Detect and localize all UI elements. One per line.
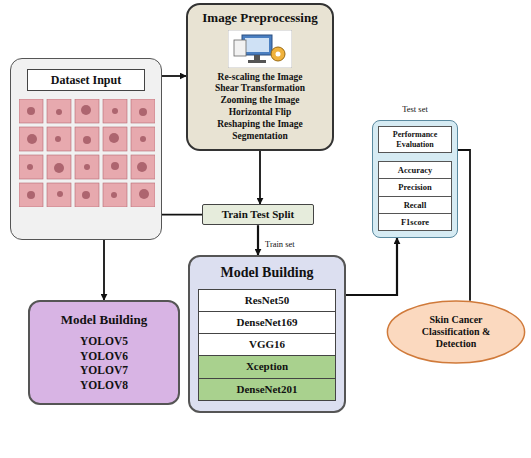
node-heading: DenseNet169: [199, 312, 335, 333]
node-heading: Precision: [379, 179, 451, 195]
dataset-thumbnails: [19, 99, 155, 207]
preprocessing-icon: [228, 30, 292, 68]
node-heading: Image Preprocessing: [194, 10, 326, 26]
flow-arrow: [458, 150, 470, 301]
node-heading: DenseNet201: [199, 379, 335, 400]
node-item: YOLOV6: [36, 349, 172, 364]
flow-arrow: [257, 225, 259, 255]
oval-shape: [387, 301, 524, 363]
result-oval: Skin Cancer Classification & Detection: [386, 300, 526, 364]
node-item: YOLOV8: [36, 378, 172, 393]
node-heading: Model Building: [36, 312, 172, 328]
node-item: Reshaping the Image: [194, 119, 326, 131]
flow-arrow: [162, 75, 186, 77]
yolo-panel: Model BuildingYOLOV5YOLOV6YOLOV7YOLOV8: [28, 300, 180, 405]
node-item: Shear Transformation: [194, 83, 326, 95]
node-heading: Test set: [373, 104, 457, 114]
node-heading: Model Building: [198, 265, 336, 282]
model-box: Xception: [198, 355, 336, 378]
dataset-panel: Dataset Input: [10, 58, 162, 240]
node-heading: ResNet50: [199, 290, 335, 311]
node-heading: Xception: [199, 356, 335, 377]
metric-box: Precision: [378, 178, 452, 196]
model-box: ResNet50: [198, 289, 336, 312]
preprocessing-panel: Image Preprocessing Re-scaling the Image…: [186, 3, 334, 151]
metric-box: F1score: [378, 213, 452, 231]
flow-arrow: [346, 238, 397, 295]
metric-box: Accuracy: [378, 161, 452, 179]
node-item: Horizontal Flip: [194, 107, 326, 119]
metric-box: Recall: [378, 196, 452, 214]
node-heading: Skin Cancer Classification & Detection: [410, 314, 502, 350]
node-heading: Dataset Input: [27, 69, 145, 91]
edge-label: Train set: [264, 239, 296, 249]
node-heading: Recall: [379, 197, 451, 213]
node-heading: Performance Evaluation: [379, 127, 451, 152]
split-box: Train Test Split: [202, 204, 314, 225]
evaluation-panel: Test setPerformance EvaluationAccuracyPr…: [372, 120, 458, 238]
flow-arrow: [259, 151, 261, 204]
node-item: YOLOV7: [36, 363, 172, 378]
model-box: DenseNet201: [198, 378, 336, 401]
model-box: VGG16: [198, 333, 336, 356]
cnn-panel: Model BuildingResNet50DenseNet169VGG16Xc…: [188, 255, 346, 413]
node-heading: F1score: [379, 214, 451, 230]
evaluation-box: Performance Evaluation: [378, 126, 452, 153]
node-heading: VGG16: [199, 334, 335, 355]
node-heading: Train Test Split: [207, 208, 309, 221]
node-item: Zooming the Image: [194, 95, 326, 107]
node-item: Segmentation: [194, 131, 326, 143]
model-box: DenseNet169: [198, 311, 336, 334]
node-heading: Accuracy: [379, 162, 451, 178]
node-item: YOLOV5: [36, 334, 172, 349]
node-item: Re-scaling the Image: [194, 72, 326, 84]
